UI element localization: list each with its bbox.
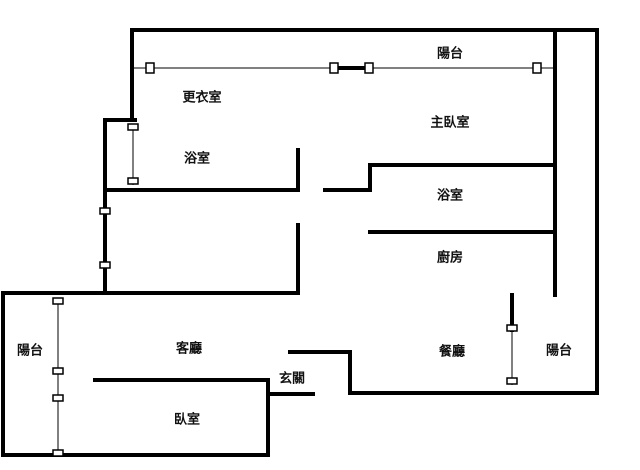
room-label-balcony-right: 陽台 [545, 343, 573, 359]
room-label-bedroom: 臥室 [173, 412, 201, 428]
room-label-entrance: 玄關 [278, 371, 306, 387]
room-label-dining-room: 餐廳 [438, 344, 466, 360]
windows-and-doors [52, 62, 556, 457]
room-label-balcony-left: 陽台 [16, 343, 44, 359]
room-label-bathroom-right: 浴室 [436, 188, 464, 204]
room-label-bathroom-left: 浴室 [183, 151, 211, 167]
room-label-walk-in-closet: 更衣室 [182, 90, 222, 106]
room-label-kitchen: 廚房 [436, 250, 464, 266]
room-label-balcony-top: 陽台 [436, 46, 464, 62]
exterior-walls [1, 28, 599, 457]
room-label-master-bedroom: 主臥室 [430, 115, 470, 131]
room-label-living-room: 客廳 [175, 341, 203, 357]
